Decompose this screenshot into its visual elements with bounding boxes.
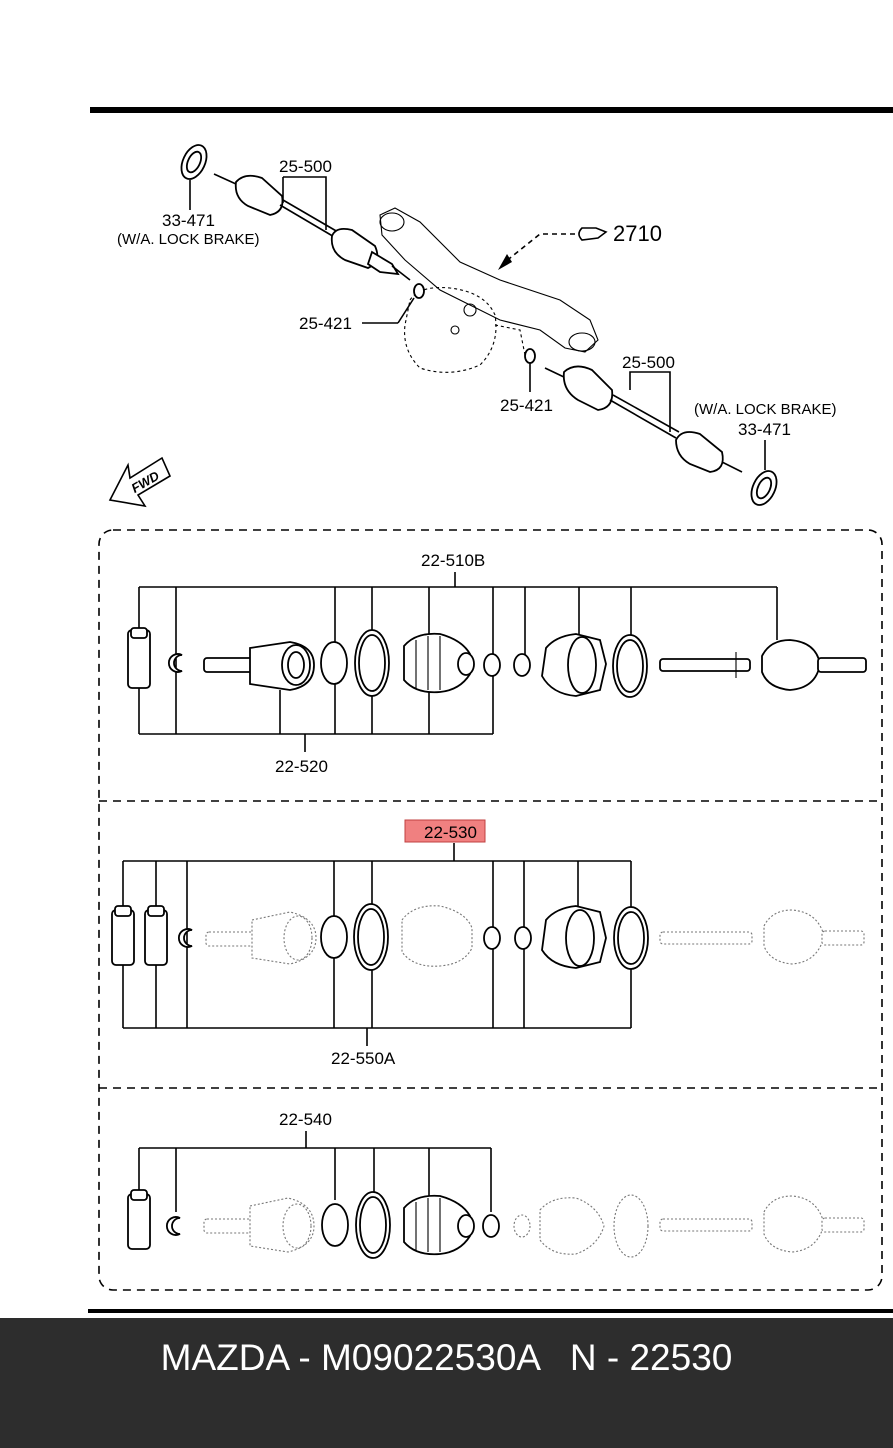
kit-540-label: 22-540 — [279, 1110, 332, 1129]
caption-bar: MAZDA - M09022530A N - 22530 — [0, 1318, 893, 1448]
kit-530-label: 22-530 — [424, 823, 477, 842]
lock-brake-left-note: (W/A. LOCK BRAKE) — [117, 231, 260, 248]
kit-550a-label: 22-550A — [331, 1049, 396, 1068]
bottom-rule — [88, 1309, 893, 1313]
ref-2710-label: 2710 — [613, 221, 662, 246]
part-number-caption: MAZDA - M09022530A N - 22530 — [160, 1337, 733, 1378]
kit-520-label: 22-520 — [275, 757, 328, 776]
kit-510b-label: 22-510B — [421, 551, 485, 570]
lock-brake-right-note: (W/A. LOCK BRAKE) — [694, 401, 837, 418]
sensor-ring-right-label: 33-471 — [738, 420, 791, 439]
sensor-ring-left-label: 33-471 — [162, 211, 215, 230]
fwd-arrow-icon: FWD — [108, 456, 172, 508]
kit-540-section: 22-540 — [127, 1110, 865, 1259]
svg-text:FWD: FWD — [129, 468, 163, 496]
top-rule — [90, 107, 893, 113]
seal-right-label: 25-421 — [500, 396, 553, 415]
rear-axle-assembly: 2710 25-500 33-471 (W/A. LOCK BRAKE) 25-… — [117, 144, 837, 506]
driveshaft-left-label: 25-500 — [279, 157, 332, 176]
kit-530-highlight — [404, 819, 486, 843]
kits-frame — [98, 529, 883, 1291]
kit-530-section: 22-530 22-550A — [111, 819, 865, 1068]
driveshaft-right-label: 25-500 — [622, 353, 675, 372]
kit-510b-section: 22-510B 22-520 — [127, 551, 867, 776]
parts-diagram: 2710 25-500 33-471 (W/A. LOCK BRAKE) 25-… — [88, 107, 893, 1313]
seal-left-label: 25-421 — [299, 314, 352, 333]
